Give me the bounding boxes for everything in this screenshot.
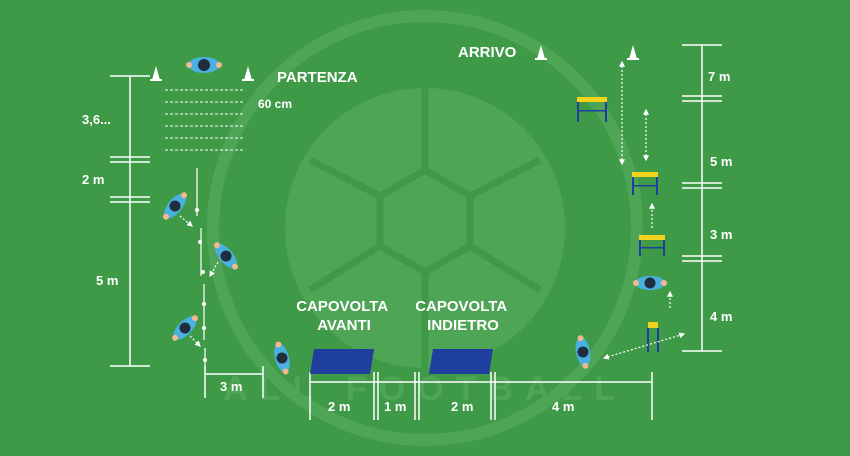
measure-mat1: 2 m (328, 399, 350, 414)
measure-right-4m: 4 m (710, 309, 732, 324)
hurdle-icon (639, 235, 665, 256)
arrow-icon (179, 215, 219, 347)
cone-icon (242, 66, 254, 81)
player-icon (214, 242, 238, 270)
hurdle-icon (577, 97, 607, 122)
player-icon (186, 57, 222, 73)
arrow-icon (602, 60, 686, 360)
backward-roll-line1: CAPOVOLTA (415, 298, 507, 315)
mat-icon (310, 349, 374, 374)
measure-right-7m: 7 m (708, 69, 730, 84)
measure-gap: 1 m (384, 399, 406, 414)
measure-left-mid: 2 m (82, 172, 104, 187)
player-icon (633, 276, 667, 290)
football-watermark-icon: ALL FOOTBALL (207, 10, 643, 446)
measure-right-3m: 3 m (710, 227, 732, 242)
bottom-measure-lines (204, 366, 653, 420)
right-measure-line (682, 44, 722, 352)
player-icon (172, 315, 198, 341)
measure-left-top: 3,6... (82, 112, 111, 127)
finish-label: ARRIVO (458, 44, 517, 61)
cone-markers (195, 208, 207, 362)
player-icon (163, 192, 187, 220)
measure-mat2: 2 m (451, 399, 473, 414)
mat-icon (429, 349, 493, 374)
measure-bottom-3m: 3 m (220, 379, 242, 394)
forward-roll-line1: CAPOVOLTA (296, 298, 388, 315)
measure-right-5m: 5 m (710, 154, 732, 169)
ladder-spacing-label: 60 cm (258, 97, 292, 111)
hurdle-icon (632, 172, 658, 195)
measure-left-bottom: 5 m (96, 273, 118, 288)
measure-bottom-4m: 4 m (552, 399, 574, 414)
backward-roll-line2: INDIETRO (427, 317, 499, 334)
player-icon (274, 341, 290, 375)
cone-icon (150, 66, 162, 81)
player-icon (575, 335, 591, 369)
start-label: PARTENZA (277, 69, 358, 86)
backward-roll-label: CAPOVOLTA INDIETRO (415, 298, 511, 334)
cone-icon (627, 45, 639, 60)
speed-ladder (165, 89, 243, 151)
forward-roll-line2: AVANTI (317, 317, 371, 334)
forward-roll-label: CAPOVOLTA AVANTI (296, 298, 392, 334)
cone-icon (535, 45, 547, 60)
left-measure-line (110, 75, 150, 367)
